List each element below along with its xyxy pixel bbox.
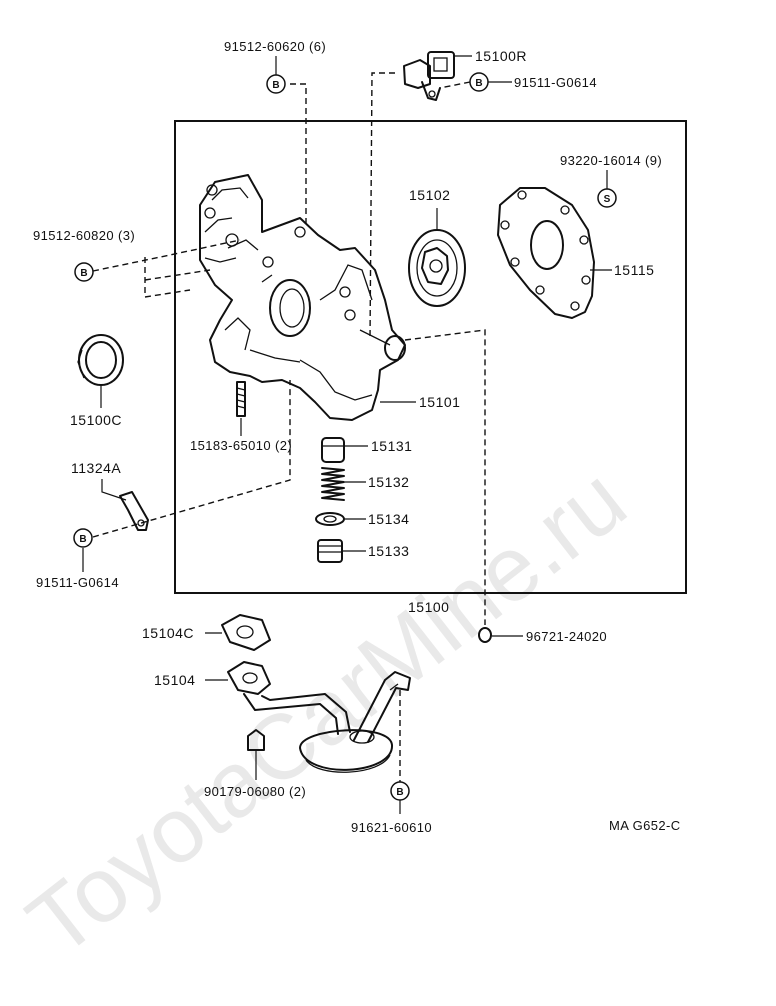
bolt-mark-91621-60610: B	[390, 781, 410, 801]
oil-seal-15100C	[77, 334, 124, 386]
bolt-mark-91511-G0614-bottom: B	[73, 528, 93, 548]
rotor-15102	[408, 229, 466, 307]
label-91512-60820: 91512-60820 (3)	[33, 228, 135, 243]
assembly-frame	[174, 120, 687, 594]
label-91512-60620: 91512-60620 (6)	[224, 39, 326, 54]
label-15102: 15102	[409, 187, 450, 203]
oil-strainer-15104	[227, 661, 411, 773]
label-96721-24020: 96721-24020	[526, 629, 607, 644]
label-15100C: 15100C	[70, 412, 122, 428]
svg-text:B: B	[475, 78, 482, 89]
diagram-code: MA G652-C	[609, 818, 681, 833]
svg-text:B: B	[80, 268, 87, 279]
label-91621-60610: 91621-60610	[351, 820, 432, 835]
label-91511-G0614-bottom: 91511-G0614	[36, 575, 119, 590]
sensor-15100R	[403, 51, 455, 101]
bolt-90179	[247, 729, 265, 751]
relief-valve-group	[315, 437, 345, 563]
label-15132: 15132	[368, 474, 409, 490]
label-93220-16014: 93220-16014 (9)	[560, 153, 662, 168]
bracket-11324A	[119, 491, 149, 531]
cover-15115	[497, 187, 595, 319]
leader-lines	[82, 55, 612, 814]
label-15104C: 15104C	[142, 625, 194, 641]
oil-pump-body	[199, 174, 406, 421]
svg-text:B: B	[272, 80, 279, 91]
label-15134: 15134	[368, 511, 409, 527]
svg-text:B: B	[396, 787, 403, 798]
label-15100R: 15100R	[475, 48, 527, 64]
bolt-mark-91512-60820: B	[74, 262, 94, 282]
label-15133: 15133	[368, 543, 409, 559]
label-15101: 15101	[419, 394, 460, 410]
bolt-mark-91512-60620: B	[266, 74, 286, 94]
bolt-mark-91511-G0614-top: B	[469, 72, 489, 92]
label-15100: 15100	[408, 599, 449, 615]
label-15104: 15104	[154, 672, 195, 688]
stud-15183	[236, 381, 246, 417]
o-ring-96721	[478, 627, 492, 643]
label-11324A: 11324A	[71, 460, 121, 476]
gasket-15104C	[221, 614, 271, 651]
label-90179-06080: 90179-06080 (2)	[204, 784, 306, 799]
label-91511-G0614-top: 91511-G0614	[514, 75, 597, 90]
stud-mark-93220-16014: S	[597, 188, 617, 208]
label-15183-65010: 15183-65010 (2)	[190, 438, 292, 453]
watermark-text: ToyotaCarMine.ru	[10, 448, 645, 975]
dashed-leader-lines	[92, 72, 486, 785]
svg-text:B: B	[79, 534, 86, 545]
label-15131: 15131	[371, 438, 412, 454]
svg-text:S: S	[604, 194, 611, 205]
label-15115: 15115	[614, 262, 654, 278]
